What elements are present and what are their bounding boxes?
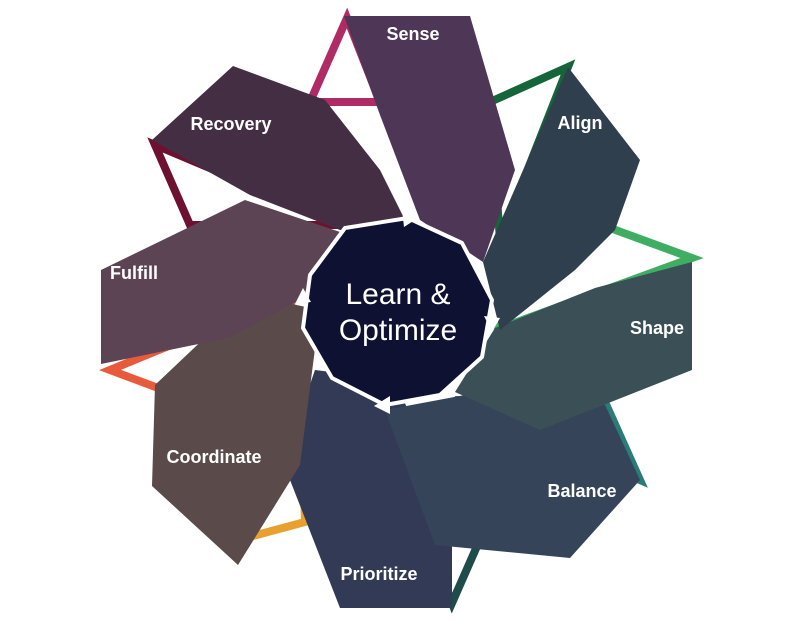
center-title-line2: Optimize — [339, 314, 457, 347]
blade-label-fulfill: Fulfill — [110, 263, 158, 283]
blade-panel-shape — [455, 262, 692, 430]
cycle-arrowheads — [295, 209, 500, 414]
blade-panel-coordinate — [152, 295, 320, 565]
blade-label-shape: Shape — [630, 318, 684, 338]
arrowhead-left-icon — [295, 288, 311, 304]
center-octagon — [301, 216, 494, 407]
blade-labels: Sense Align Shape Balance Prioritize Coo… — [110, 24, 684, 584]
blade-label-coordinate: Coordinate — [166, 447, 261, 467]
blade-panels — [101, 16, 692, 608]
blade-panel-fulfill — [101, 200, 340, 364]
blade-label-balance: Balance — [547, 481, 616, 501]
blade-panel-balance — [385, 395, 640, 558]
center-title-line1: Learn & — [345, 278, 450, 311]
arrowhead-top-icon — [402, 209, 418, 227]
blade-label-recovery: Recovery — [190, 114, 271, 134]
blade-panel-sense — [344, 16, 515, 262]
blade-panel-align — [483, 67, 640, 330]
blade-label-prioritize: Prioritize — [340, 564, 417, 584]
blade-label-sense: Sense — [386, 24, 439, 44]
blade-label-align: Align — [558, 113, 603, 133]
blade-panel-recovery — [152, 66, 410, 230]
arrowhead-right-icon — [484, 316, 500, 332]
arrowhead-bottom-icon — [374, 396, 390, 414]
